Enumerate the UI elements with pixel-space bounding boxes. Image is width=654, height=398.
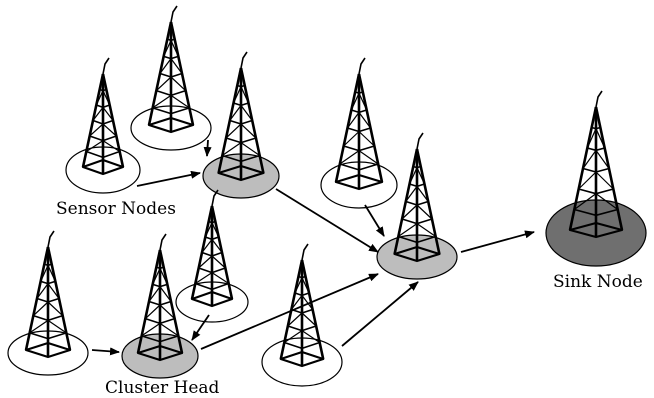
- s-lower-center-tower-icon: [279, 243, 325, 368]
- s-lower-left-tower-icon: [24, 230, 72, 359]
- s-top-left-tower-icon: [81, 57, 125, 176]
- link-s-upper-right-to-ch-middle: [364, 204, 385, 237]
- sink-tower-icon: [568, 90, 624, 239]
- ch-lower-tower-icon: [136, 233, 184, 362]
- node-labels: Sensor Nodes Cluster Head Sink Node: [56, 199, 643, 398]
- s-mid-left-tower-icon: [190, 189, 234, 308]
- link-s-lower-left-to-ch-lower: [91, 347, 120, 356]
- link-ch-lower-to-ch-middle: [200, 273, 379, 350]
- ch-upper-tower-icon: [217, 51, 265, 182]
- ch-middle-tower-icon: [393, 132, 441, 263]
- link-s-top-center-to-ch-upper: [203, 139, 212, 157]
- s-top-center-tower-icon: [147, 5, 195, 134]
- link-s-top-left-to-ch-upper: [136, 170, 201, 187]
- label-sink-node: Sink Node: [553, 272, 643, 292]
- node-towers: [24, 5, 624, 368]
- label-cluster-head: Cluster Head: [105, 378, 220, 398]
- link-s-lower-center-to-ch-middle: [341, 281, 419, 347]
- link-ch-middle-to-sink: [460, 230, 535, 253]
- link-s-mid-left-to-ch-lower: [191, 314, 210, 341]
- link-arrows: [91, 139, 535, 356]
- s-upper-right-tower-icon: [334, 57, 384, 191]
- label-sensor-nodes: Sensor Nodes: [56, 199, 176, 219]
- link-ch-upper-to-ch-middle: [275, 188, 379, 253]
